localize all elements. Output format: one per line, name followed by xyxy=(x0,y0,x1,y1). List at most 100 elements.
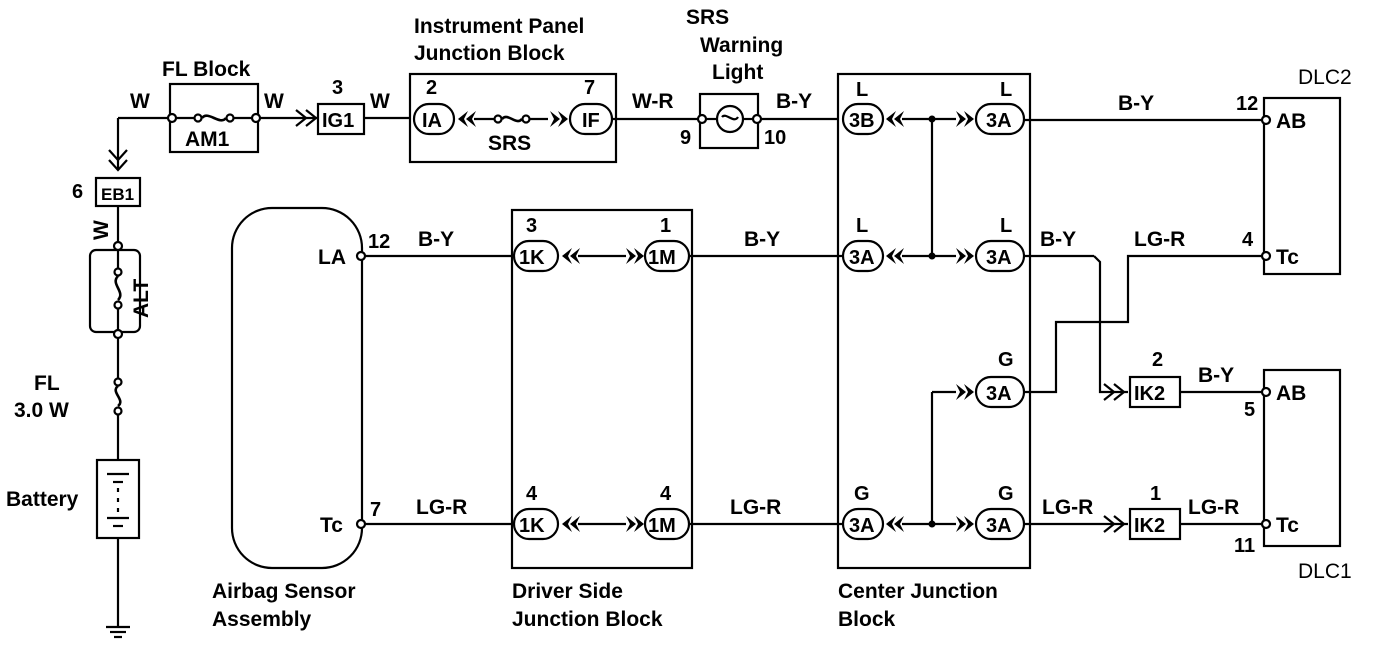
connector-if-label: IF xyxy=(582,110,600,132)
connector-ik2-2 xyxy=(1128,507,1182,541)
fuse-srs-label: SRS xyxy=(488,132,531,155)
airbag-title-1: Airbag Sensor xyxy=(212,580,356,603)
fl-fusible-link-icon xyxy=(113,377,123,416)
srs-warning-light: SRS Warning Light 9 10 xyxy=(680,6,786,150)
svg-text:4: 4 xyxy=(526,483,538,505)
wire-color-lgr-2: LG-R xyxy=(1042,496,1093,519)
svg-text:G: G xyxy=(998,483,1014,505)
terminal-la: LA xyxy=(318,246,346,269)
svg-text:1K: 1K xyxy=(519,247,545,269)
terminal-tc: Tc xyxy=(320,514,343,537)
svg-text:1M: 1M xyxy=(648,515,676,537)
pin-3-ig1: 3 xyxy=(332,77,343,99)
fuse-am1-label: AM1 xyxy=(185,128,230,151)
svg-text:5: 5 xyxy=(1244,399,1255,421)
svg-text:1: 1 xyxy=(1150,483,1161,505)
srs-light-title-2: Warning xyxy=(700,34,783,57)
fl-fuse-label: FL xyxy=(34,372,60,395)
airbag-sensor-assembly: LA Tc 12 7 Airbag Sensor Assembly xyxy=(212,206,390,631)
dsjb-title-1: Driver Side xyxy=(512,580,623,603)
dlc1-tc: Tc xyxy=(1276,514,1299,537)
wire-color-by-4: B-Y xyxy=(1198,364,1234,387)
connector-3b xyxy=(841,102,885,136)
wire-color-lgr-5: LG-R xyxy=(730,496,781,519)
wire-color-w-1: W xyxy=(130,90,150,113)
fl-block: FL Block AM1 xyxy=(162,58,262,154)
svg-text:IK2: IK2 xyxy=(1134,383,1165,405)
wire-color-lgr-4: LG-R xyxy=(416,496,467,519)
lamp-icon xyxy=(715,104,745,134)
svg-text:12: 12 xyxy=(368,231,390,253)
wire-color-by-3: B-Y xyxy=(1040,228,1076,251)
power-column: Battery FL 3.0 W ALT W EB1 6 xyxy=(6,90,170,639)
wire-color-wr: W-R xyxy=(632,90,674,113)
ip-jb-title-1: Instrument Panel xyxy=(414,15,584,38)
svg-text:IK2: IK2 xyxy=(1134,515,1165,537)
connector-ia xyxy=(412,102,456,136)
chevron-right-icon xyxy=(1103,383,1126,401)
svg-text:G: G xyxy=(998,349,1014,371)
pin-6: 6 xyxy=(72,181,83,203)
wire-color-by-6: B-Y xyxy=(744,228,780,251)
wire-color-by-5: B-Y xyxy=(418,228,454,251)
svg-text:2: 2 xyxy=(1152,349,1163,371)
dlc1-title: DLC1 xyxy=(1298,560,1352,583)
chevron-right-icon xyxy=(1103,515,1126,533)
dlc1: 5 AB 11 Tc DLC1 xyxy=(1234,368,1352,583)
ground-icon xyxy=(106,625,130,639)
svg-text:3A: 3A xyxy=(986,247,1012,269)
svg-text:2: 2 xyxy=(426,77,437,99)
dlc2: DLC2 B-Y 12 AB 4 Tc xyxy=(1024,66,1352,276)
svg-text:L: L xyxy=(1000,79,1012,101)
svg-text:1K: 1K xyxy=(519,515,545,537)
svg-text:L: L xyxy=(856,79,868,101)
connector-ik2-1 xyxy=(1128,375,1182,409)
svg-text:L: L xyxy=(856,215,868,237)
driver-side-junction-block: Driver Side Junction Block 3 1 1K 1M 4 4… xyxy=(510,208,694,631)
wire-color-lgr-3: LG-R xyxy=(1188,496,1239,519)
svg-text:4: 4 xyxy=(660,483,672,505)
battery-label: Battery xyxy=(6,488,79,511)
svg-text:7: 7 xyxy=(370,499,381,521)
connector-ia-label: IA xyxy=(422,110,442,132)
connector-1k-1 xyxy=(512,239,560,273)
svg-text:3: 3 xyxy=(526,215,537,237)
fl-block-title: FL Block xyxy=(162,58,251,81)
svg-text:10: 10 xyxy=(764,127,786,149)
center-junction-block: Center Junction Block L L 3B 3A L L 3A 3… xyxy=(836,72,1032,631)
fl-fuse-rating: 3.0 W xyxy=(14,399,69,422)
svg-text:3A: 3A xyxy=(849,515,875,537)
svg-text:9: 9 xyxy=(680,127,691,149)
connector-eb1-label: EB1 xyxy=(101,185,134,204)
srs-light-title-1: SRS xyxy=(686,6,729,29)
svg-text:G: G xyxy=(854,483,870,505)
svg-text:7: 7 xyxy=(584,77,595,99)
svg-text:3A: 3A xyxy=(849,247,875,269)
svg-text:3A: 3A xyxy=(986,110,1012,132)
svg-text:1: 1 xyxy=(660,215,671,237)
svg-text:L: L xyxy=(1000,215,1012,237)
ip-jb-title-2: Junction Block xyxy=(414,42,565,65)
wire-color-lgr-1: LG-R xyxy=(1134,228,1185,251)
connector-eb1 xyxy=(94,176,142,208)
wire-color-w-vertical: W xyxy=(90,220,113,240)
instrument-panel-junction-block: Instrument Panel Junction Block 2 7 IA I… xyxy=(408,15,618,164)
dlc2-title: DLC2 xyxy=(1298,66,1352,89)
svg-text:12: 12 xyxy=(1236,93,1258,115)
wire-color-by-1: B-Y xyxy=(776,90,812,113)
wire-color-by-2: B-Y xyxy=(1118,92,1154,115)
dlc2-ab: AB xyxy=(1276,110,1306,133)
svg-text:1M: 1M xyxy=(648,247,676,269)
alt-fuse-label: ALT xyxy=(130,279,153,318)
cjb-title-2: Block xyxy=(838,608,896,631)
wire-color-w-3: W xyxy=(370,90,390,113)
connector-1k-2 xyxy=(512,507,560,541)
svg-text:3A: 3A xyxy=(986,383,1012,405)
connector-ig1-label: IG1 xyxy=(322,110,354,132)
dsjb-title-2: Junction Block xyxy=(512,608,663,631)
srs-light-title-3: Light xyxy=(712,61,763,84)
airbag-title-2: Assembly xyxy=(212,608,312,631)
dlc1-ab: AB xyxy=(1276,382,1306,405)
svg-text:3B: 3B xyxy=(849,110,875,132)
